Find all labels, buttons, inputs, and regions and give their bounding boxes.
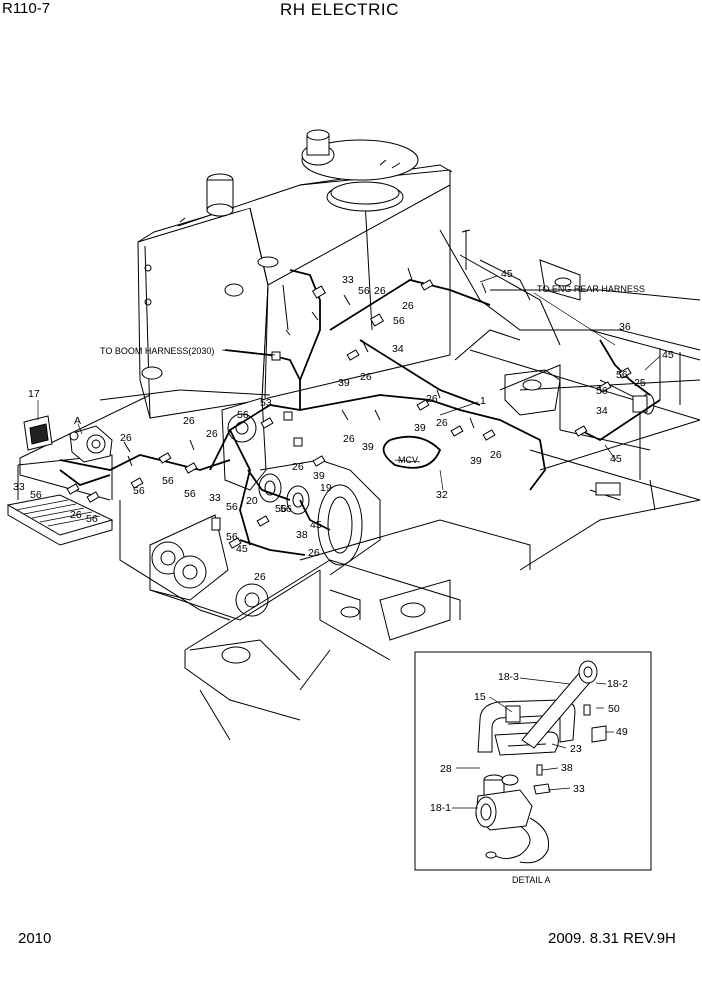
callout-56b: 56: [162, 475, 174, 487]
callout: 33: [13, 481, 25, 493]
callout: 26: [402, 300, 414, 312]
callout: 26: [374, 285, 386, 297]
callout: 33: [573, 783, 585, 795]
callout: 56: [358, 285, 370, 297]
callout: 19: [320, 482, 332, 494]
callouts-detail: 18-3 18-2 15 50 49 23 28 38 18-1 33: [430, 671, 628, 814]
leader-lines: [37, 275, 661, 491]
callout: 56: [237, 409, 249, 421]
callout: 33: [342, 274, 354, 286]
detail-a-box: [414, 651, 652, 871]
callout: 45: [501, 268, 513, 280]
callout: 56: [86, 513, 98, 525]
callout: 26: [490, 449, 502, 461]
callout: 39: [414, 422, 426, 434]
detail-marker: A: [74, 415, 81, 427]
callout: 26: [436, 417, 448, 429]
callout: 26: [360, 371, 372, 383]
note-to-eng-rear-harness: TO ENG REAR HARNESS: [537, 284, 645, 294]
callout: 28: [440, 763, 452, 775]
callout: 38: [296, 529, 308, 541]
callout: 56: [226, 531, 238, 543]
callout: 26: [120, 432, 132, 444]
callout: 56: [616, 369, 628, 381]
callouts-main: 33 26 56 56 26 34 39 26 45 36 45 56 25 5…: [13, 268, 674, 583]
page-title: RH ELECTRIC: [280, 0, 399, 19]
lower-frame: [184, 499, 701, 741]
callout: 20: [246, 495, 258, 507]
callout: 26: [426, 393, 438, 405]
step-ladder: [6, 454, 114, 546]
callout: 45: [662, 349, 674, 361]
callout: 45: [310, 519, 322, 531]
callout: 15: [474, 691, 486, 703]
work-lamp: [23, 415, 53, 451]
callout: 23: [570, 743, 582, 755]
callout: 50: [608, 703, 620, 715]
callout-26c: 26: [183, 415, 195, 427]
callout: 53: [260, 397, 272, 409]
callout: 34: [392, 343, 404, 355]
callout: 56: [280, 503, 292, 515]
model-number: R110-7: [2, 0, 51, 17]
callout: 26: [292, 461, 304, 473]
callout: 18-2: [607, 678, 628, 690]
callout: 34: [596, 405, 608, 417]
detail-a-caption: DETAIL A: [512, 875, 551, 885]
callout: 33: [209, 492, 221, 504]
callout: 56: [393, 315, 405, 327]
callout: 56: [226, 501, 238, 513]
callout: 26: [254, 571, 266, 583]
callout: 38: [561, 762, 573, 774]
callout: 56: [275, 503, 287, 515]
callout: 39: [313, 470, 325, 482]
callout: 56: [596, 385, 608, 397]
note-mcv: MCV: [398, 455, 418, 465]
callout: 1: [480, 395, 486, 407]
callout: 49: [616, 726, 628, 738]
page-number: 2010: [18, 930, 52, 947]
horn-unit: [69, 425, 113, 463]
callout: 26: [70, 509, 82, 521]
callout: 39: [338, 377, 350, 389]
callout: 56: [30, 489, 42, 501]
callout: 25: [634, 377, 646, 389]
callout: 45: [610, 453, 622, 465]
callout-56c: 56: [184, 488, 196, 500]
callout: 39: [470, 455, 482, 467]
callout: 36: [619, 321, 631, 333]
hydraulic-tank: [137, 197, 273, 419]
callout: 18-3: [498, 671, 519, 683]
callout: 17: [28, 388, 40, 400]
callout: 18-1: [430, 802, 451, 814]
callout: 56: [133, 485, 145, 497]
note-to-boom-harness: TO BOOM HARNESS(2030): [100, 346, 214, 356]
callout-26b: 26: [206, 428, 218, 440]
callout: 45: [236, 543, 248, 555]
connectors: [66, 267, 632, 549]
callout: 26: [308, 547, 320, 559]
upper-frame: [19, 229, 701, 511]
boom-support: [119, 397, 531, 621]
revision-date: 2009. 8.31 REV.9H: [548, 930, 676, 947]
callout: 39: [362, 441, 374, 453]
callout: 26: [343, 433, 355, 445]
callout: 32: [436, 489, 448, 501]
